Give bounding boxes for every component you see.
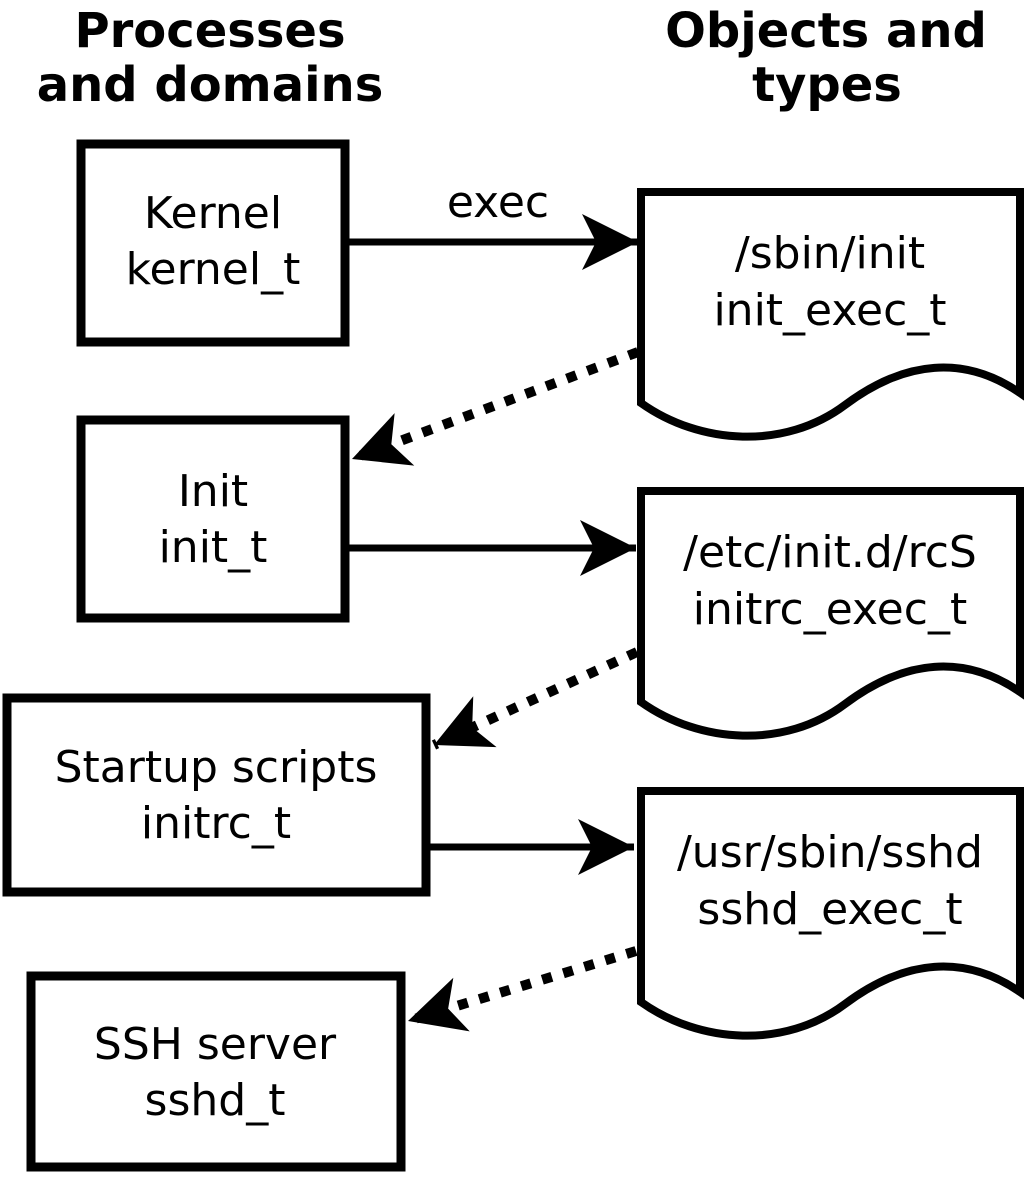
header-processes-line1: Processes bbox=[74, 3, 345, 59]
header-objects-line1: Objects and bbox=[665, 3, 987, 59]
process-node-startup-scripts: Startup scripts initrc_t bbox=[2, 693, 431, 897]
startup-scripts-name: Startup scripts bbox=[55, 742, 378, 793]
sbin-init-document bbox=[637, 188, 1024, 441]
process-node-ssh-server: SSH server sshd_t bbox=[26, 971, 406, 1172]
exec-arrow-label: exec bbox=[447, 177, 549, 228]
object-node-sbin-init: /sbin/init init_exec_t bbox=[637, 188, 1024, 441]
ssh-server-domain: sshd_t bbox=[145, 1075, 286, 1126]
sbin-init-path: /sbin/init bbox=[735, 228, 925, 279]
process-node-init: Init init_t bbox=[76, 415, 350, 623]
transition-arrow-rcs-to-initrc bbox=[431, 647, 640, 750]
transition-arrow-sbin-init-to-init bbox=[350, 347, 640, 466]
ssh-server-box bbox=[26, 971, 406, 1172]
etc-initd-rcs-document bbox=[637, 487, 1024, 740]
usr-sbin-sshd-type: sshd_exec_t bbox=[697, 884, 962, 935]
init-domain: init_t bbox=[159, 522, 268, 573]
object-node-etc-initd-rcs: /etc/init.d/rcS initrc_exec_t bbox=[637, 487, 1024, 740]
header-objects-line2: types bbox=[752, 57, 902, 113]
usr-sbin-sshd-document bbox=[637, 787, 1024, 1040]
etc-initd-rcs-path: /etc/init.d/rcS bbox=[683, 527, 977, 578]
init-name: Init bbox=[178, 466, 248, 517]
kernel-box bbox=[76, 139, 350, 347]
startup-scripts-domain: initrc_t bbox=[141, 798, 291, 849]
object-node-usr-sbin-sshd: /usr/sbin/sshd sshd_exec_t bbox=[637, 787, 1024, 1040]
init-box bbox=[76, 415, 350, 623]
sbin-init-type: init_exec_t bbox=[713, 285, 946, 336]
header-processes-line2: and domains bbox=[37, 57, 384, 113]
startup-scripts-box bbox=[2, 693, 431, 897]
etc-initd-rcs-type: initrc_exec_t bbox=[693, 584, 967, 635]
kernel-name: Kernel bbox=[144, 188, 282, 239]
transition-arrow-sshd-exec-to-sshd bbox=[406, 946, 638, 1032]
process-node-kernel: Kernel kernel_t bbox=[76, 139, 350, 347]
kernel-domain: kernel_t bbox=[126, 244, 301, 295]
usr-sbin-sshd-path: /usr/sbin/sshd bbox=[677, 827, 983, 878]
ssh-server-name: SSH server bbox=[94, 1019, 337, 1070]
